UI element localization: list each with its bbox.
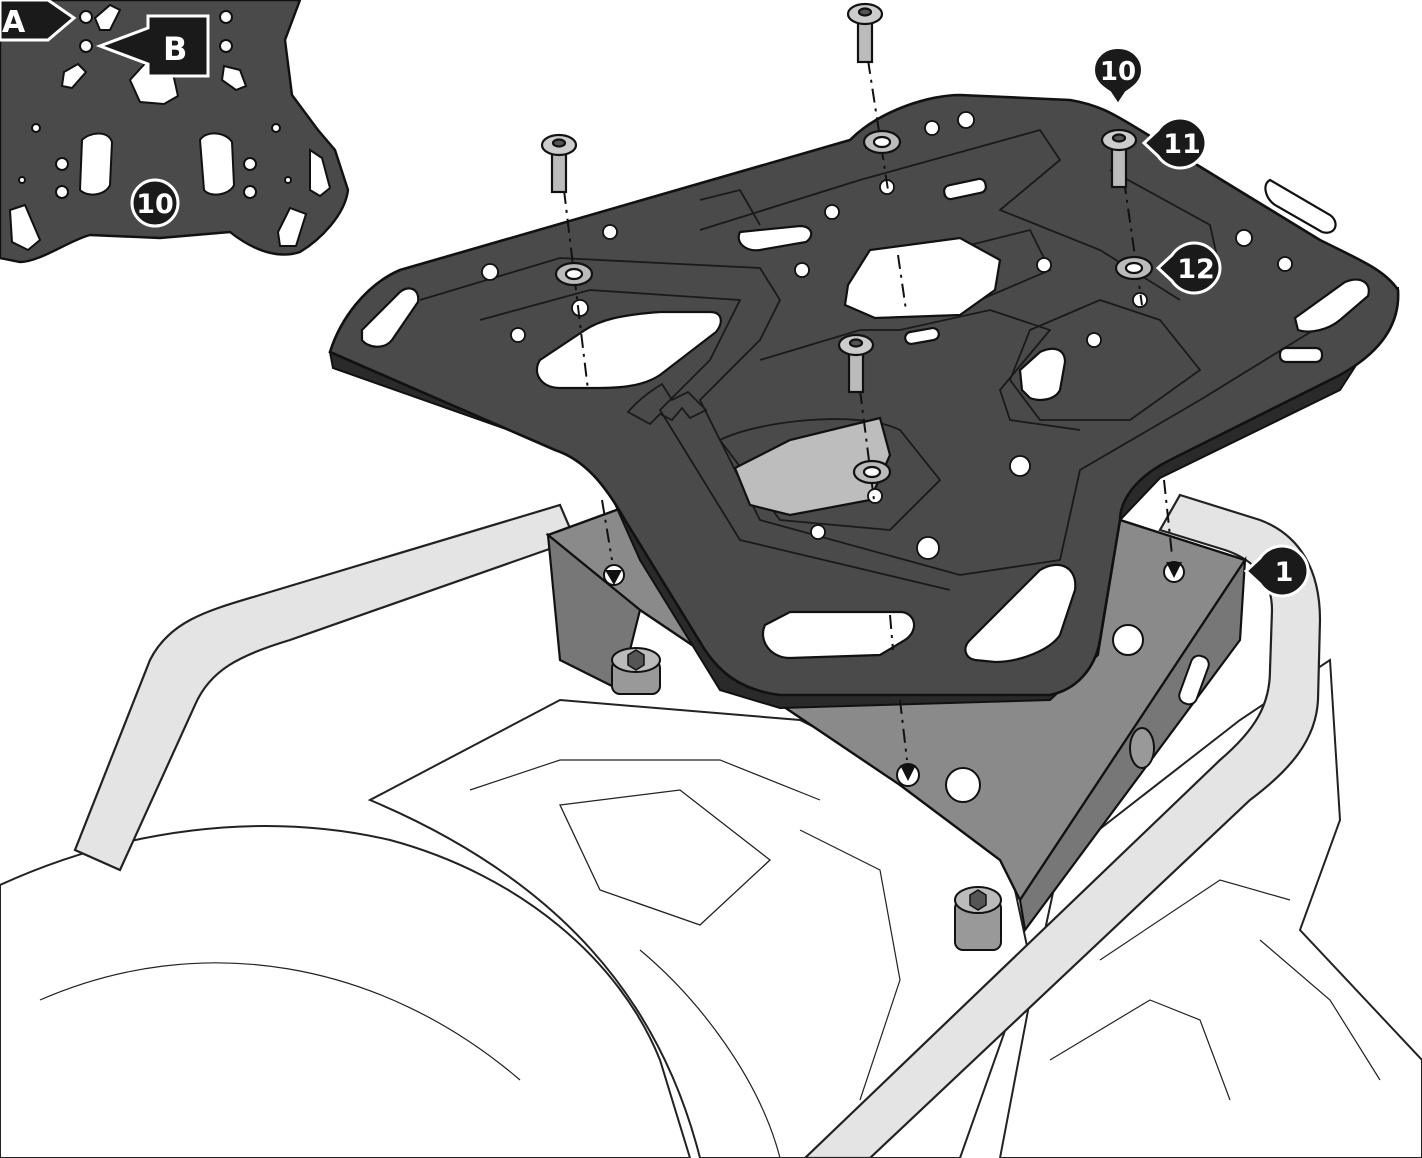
screw-right [1100, 128, 1138, 189]
bull-logo-icon [626, 382, 708, 426]
screw-top [846, 2, 884, 64]
side-bolt [1129, 727, 1155, 769]
cutout-bottom-left [762, 610, 916, 660]
inset-holes [18, 10, 292, 199]
callout-10-detail-label: 10 [136, 189, 174, 220]
marker-b-label: B [163, 30, 187, 68]
washer-top [862, 129, 902, 155]
tail-fairing [367, 698, 1032, 1158]
rear-side-line-1 [1099, 879, 1291, 961]
bracket-hole-4 [945, 767, 981, 803]
cutout-right-small [1018, 347, 1067, 401]
inset-cutouts [8, 3, 332, 252]
plate-cutouts [360, 177, 1370, 664]
marker-b: B [95, 14, 210, 78]
axis-arrowheads [605, 562, 1182, 781]
cutout-right-handle [1293, 278, 1370, 333]
callout-10-detail: 10 [130, 178, 180, 228]
plate-holes [481, 111, 1293, 560]
cutout-slot-right-small [1278, 346, 1324, 364]
marker-a: A [0, 0, 77, 42]
cutout-center-hex [843, 236, 1002, 320]
cutout-left-large [535, 310, 722, 390]
cutout-top-slot [737, 224, 813, 252]
callout-12-label: 12 [1177, 254, 1215, 285]
fairing-panel-4 [639, 949, 781, 1158]
motorcycle-body [0, 658, 1422, 1158]
cutout-left-handle [360, 287, 420, 348]
bracket-slot [1178, 654, 1210, 706]
cutout-slot-top [943, 177, 987, 201]
fairing-panel-3 [799, 829, 901, 1101]
cutout-right-top-slot [1264, 178, 1337, 234]
detail-inset-plate [0, 0, 350, 264]
cutout-slot-center [904, 326, 940, 346]
hex-bolt-left [611, 647, 661, 695]
marker-a-label: A [2, 5, 26, 40]
callout-11: 11 [1141, 116, 1208, 170]
washer-left [554, 261, 594, 287]
washer-right [1114, 255, 1154, 281]
luggage-plate [328, 93, 1400, 710]
callout-10-main-label: 10 [1100, 57, 1136, 87]
bracket-bolts [611, 647, 1155, 951]
fairing-panel-2 [469, 759, 821, 801]
screw-center [837, 333, 875, 394]
plate-top [328, 93, 1400, 697]
callout-10-main: 10 [1092, 46, 1144, 106]
washers [554, 129, 1154, 485]
rear-side-line-3 [1049, 999, 1231, 1101]
rear-side-line-2 [1259, 939, 1381, 1081]
screw-left [540, 133, 578, 194]
screws [540, 2, 1138, 394]
hex-bolt-right [954, 886, 1002, 951]
bracket-hole-5 [1112, 624, 1144, 656]
cutout-bottom-right [964, 563, 1077, 664]
plate-ribs [419, 128, 1331, 591]
washer-center [852, 459, 892, 485]
callout-12: 12 [1155, 241, 1222, 295]
inset-plate-outline [0, 0, 350, 264]
callout-11-label: 11 [1163, 129, 1201, 160]
callout-1-label: 1 [1275, 557, 1294, 588]
callout-1: 1 [1243, 544, 1310, 598]
fairing-panel-1 [559, 789, 772, 926]
seat-seam [39, 962, 521, 1081]
